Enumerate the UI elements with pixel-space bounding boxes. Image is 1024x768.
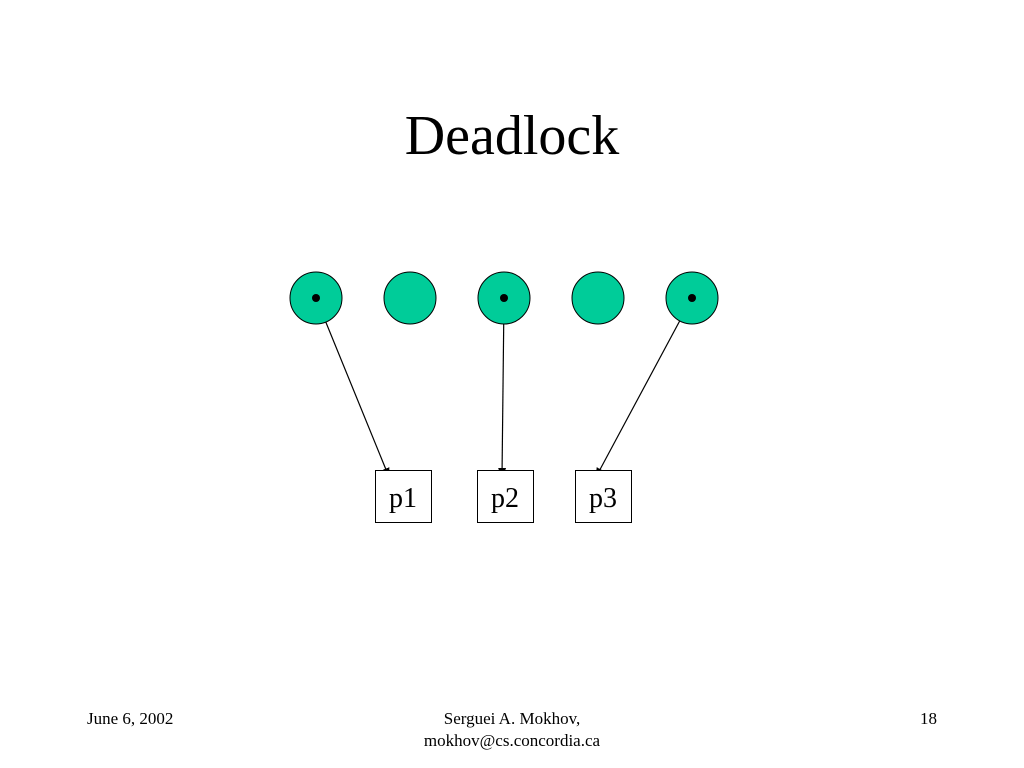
footer-date: June 6, 2002 [87, 709, 174, 728]
resource-hold-dot [500, 294, 508, 302]
footer-author-name: Serguei A. Mokhov, [443, 709, 581, 728]
edges-layer [315, 297, 693, 478]
edge-r3-p2 [498, 297, 507, 478]
footer-author-email: mokhov@cs.concordia.ca [423, 731, 601, 750]
process-label: p1 [389, 483, 417, 514]
process-box [575, 470, 632, 523]
process-label: p3 [589, 483, 617, 514]
process-p3: p3 [575, 470, 632, 523]
process-label: p2 [491, 483, 519, 514]
edge-r1-p1 [315, 297, 390, 478]
footer-author: Serguei A. Mokhov, mokhov@cs.concordia.c… [312, 708, 712, 752]
edge-r5-p3 [595, 297, 693, 478]
resource-circle [383, 271, 437, 325]
process-box [375, 470, 432, 523]
process-box [477, 470, 534, 523]
resource-circle [571, 271, 625, 325]
slide-title: Deadlock [404, 105, 620, 167]
processes-layer: p1 p2 p3 [375, 470, 632, 523]
resource-hold-dot [688, 294, 696, 302]
footer-page-number: 18 [920, 709, 937, 728]
resource-hold-dot [312, 294, 320, 302]
resources-layer [289, 271, 719, 325]
process-p1: p1 [375, 470, 432, 523]
process-p2: p2 [477, 470, 534, 523]
